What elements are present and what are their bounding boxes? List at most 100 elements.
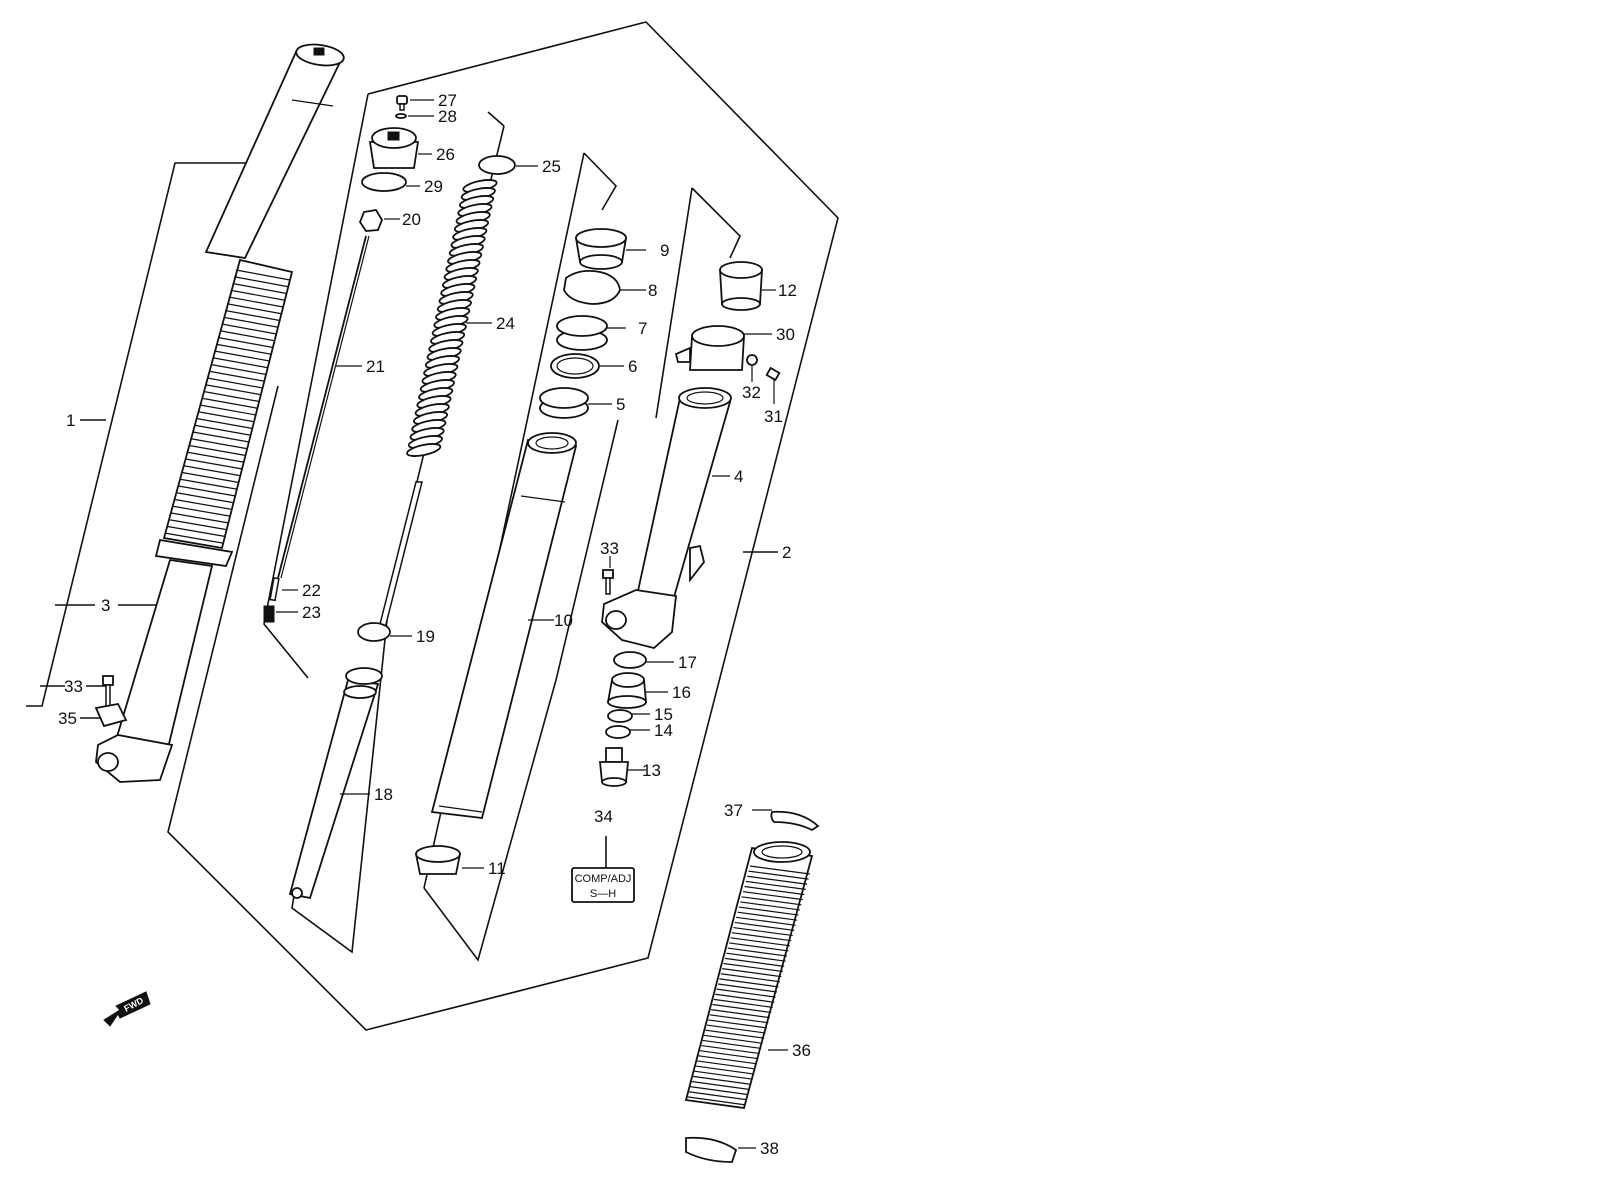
cartridge-outline-top <box>487 111 505 127</box>
part-36-fork-boot <box>684 841 814 1109</box>
label-9: 9 <box>660 241 669 260</box>
right-bolt-33 <box>602 569 614 595</box>
label-7: 7 <box>638 319 647 338</box>
part-7-oil-seal <box>556 315 608 351</box>
label-29: 29 <box>424 177 443 196</box>
left-cap-hex <box>313 47 325 56</box>
label-1: 1 <box>66 411 75 430</box>
left-plate-35 <box>94 702 128 728</box>
left-axle-bore <box>97 752 119 772</box>
label-35: 35 <box>58 709 77 728</box>
part-34-label: COMP/ADJ S—H <box>571 836 635 903</box>
part-18-cylinder <box>288 481 423 900</box>
left-axle-holder <box>95 734 174 783</box>
label-27: 27 <box>438 91 457 110</box>
label-23: 23 <box>302 603 321 622</box>
label-6: 6 <box>628 357 637 376</box>
part-5-bushing <box>539 387 589 419</box>
bracket-part-1 <box>26 162 278 707</box>
part-10-inner-tube <box>430 432 578 819</box>
label-24: 24 <box>496 314 515 333</box>
cartridge-group <box>263 93 516 954</box>
part-8-stopper-ring <box>563 269 621 305</box>
part-29-o-ring <box>361 172 407 192</box>
part-24-fork-spring <box>406 179 498 457</box>
left-bolt-33 <box>102 675 114 708</box>
part-26-cap-bolt <box>368 127 420 169</box>
left-outer-tube <box>114 558 214 750</box>
label-20: 20 <box>402 210 421 229</box>
part-27-screw <box>396 95 408 111</box>
label-5: 5 <box>616 395 625 414</box>
left-inner-tube <box>204 51 344 259</box>
part-12-collar <box>719 261 763 311</box>
leader-lines <box>276 99 788 1149</box>
inner-tube-group <box>414 152 628 962</box>
part-38-band-lower <box>685 1136 738 1163</box>
left-tube-ring <box>291 99 334 107</box>
label-38: 38 <box>760 1139 779 1158</box>
label-36: 36 <box>792 1041 811 1060</box>
part-19-ring <box>357 622 391 642</box>
label-30: 30 <box>776 325 795 344</box>
right-assembly-outline <box>167 21 839 1031</box>
label-18: 18 <box>374 785 393 804</box>
label-plate-line2: S—H <box>590 888 616 900</box>
part-37-band-upper <box>770 810 820 832</box>
part-labels: 1 2 3 4 5 6 7 8 9 10 11 12 13 14 15 16 1… <box>58 91 811 1158</box>
part-11-slide-bushing <box>414 845 462 875</box>
label-26: 26 <box>436 145 455 164</box>
part-17-gasket <box>613 651 647 669</box>
label-21: 21 <box>366 357 385 376</box>
label-plate-line1: COMP/ADJ <box>575 873 632 885</box>
part-21-rod <box>277 235 367 579</box>
part-32-washer <box>746 354 758 366</box>
label-13: 13 <box>642 761 661 780</box>
part-13-adjuster <box>599 747 629 787</box>
label-3: 3 <box>101 596 110 615</box>
part-31-bolt <box>765 366 781 382</box>
label-37: 37 <box>724 801 743 820</box>
label-4: 4 <box>734 467 743 486</box>
part-9-dust-seal <box>574 228 628 270</box>
label-12: 12 <box>778 281 797 300</box>
label-22: 22 <box>302 581 321 600</box>
left-fork-assembly <box>26 43 345 783</box>
label-31: 31 <box>764 407 783 426</box>
part-15-o-ring <box>607 709 633 723</box>
label-33-right: 33 <box>600 539 619 558</box>
label-25: 25 <box>542 157 561 176</box>
label-32: 32 <box>742 383 761 402</box>
label-15: 15 <box>654 705 673 724</box>
part-28-o-ring <box>395 113 407 119</box>
outer-group-outline-left <box>655 187 693 419</box>
left-boot-clamp <box>154 538 234 567</box>
outer-group-outline-top <box>691 187 741 259</box>
label-8: 8 <box>648 281 657 300</box>
label-34: 34 <box>594 807 613 826</box>
fwd-arrow-icon: FWD <box>103 991 151 1027</box>
label-plate <box>571 867 635 903</box>
part-16-bottom-piece <box>606 672 647 709</box>
label-17: 17 <box>678 653 697 672</box>
label-28: 28 <box>438 107 457 126</box>
outline-part-2 <box>167 21 839 1031</box>
label-2: 2 <box>782 543 791 562</box>
label-11: 11 <box>488 859 506 878</box>
inner-group-outline-top <box>583 152 617 211</box>
inner-group-outline-right <box>423 419 619 962</box>
part-4-outer-tube <box>601 387 732 649</box>
label-10: 10 <box>554 611 573 630</box>
label-16: 16 <box>672 683 691 702</box>
label-33-left: 33 <box>64 677 83 696</box>
part-25-spring-seat <box>478 155 516 175</box>
spring-coil <box>406 443 442 457</box>
cartridge-outline-left <box>263 93 369 679</box>
left-boot <box>162 258 294 550</box>
part-22-pin <box>269 576 280 602</box>
part-30-guard-clamp <box>674 325 745 371</box>
part-20-nut <box>358 209 384 232</box>
label-19: 19 <box>416 627 435 646</box>
part-23-spring <box>263 605 275 623</box>
